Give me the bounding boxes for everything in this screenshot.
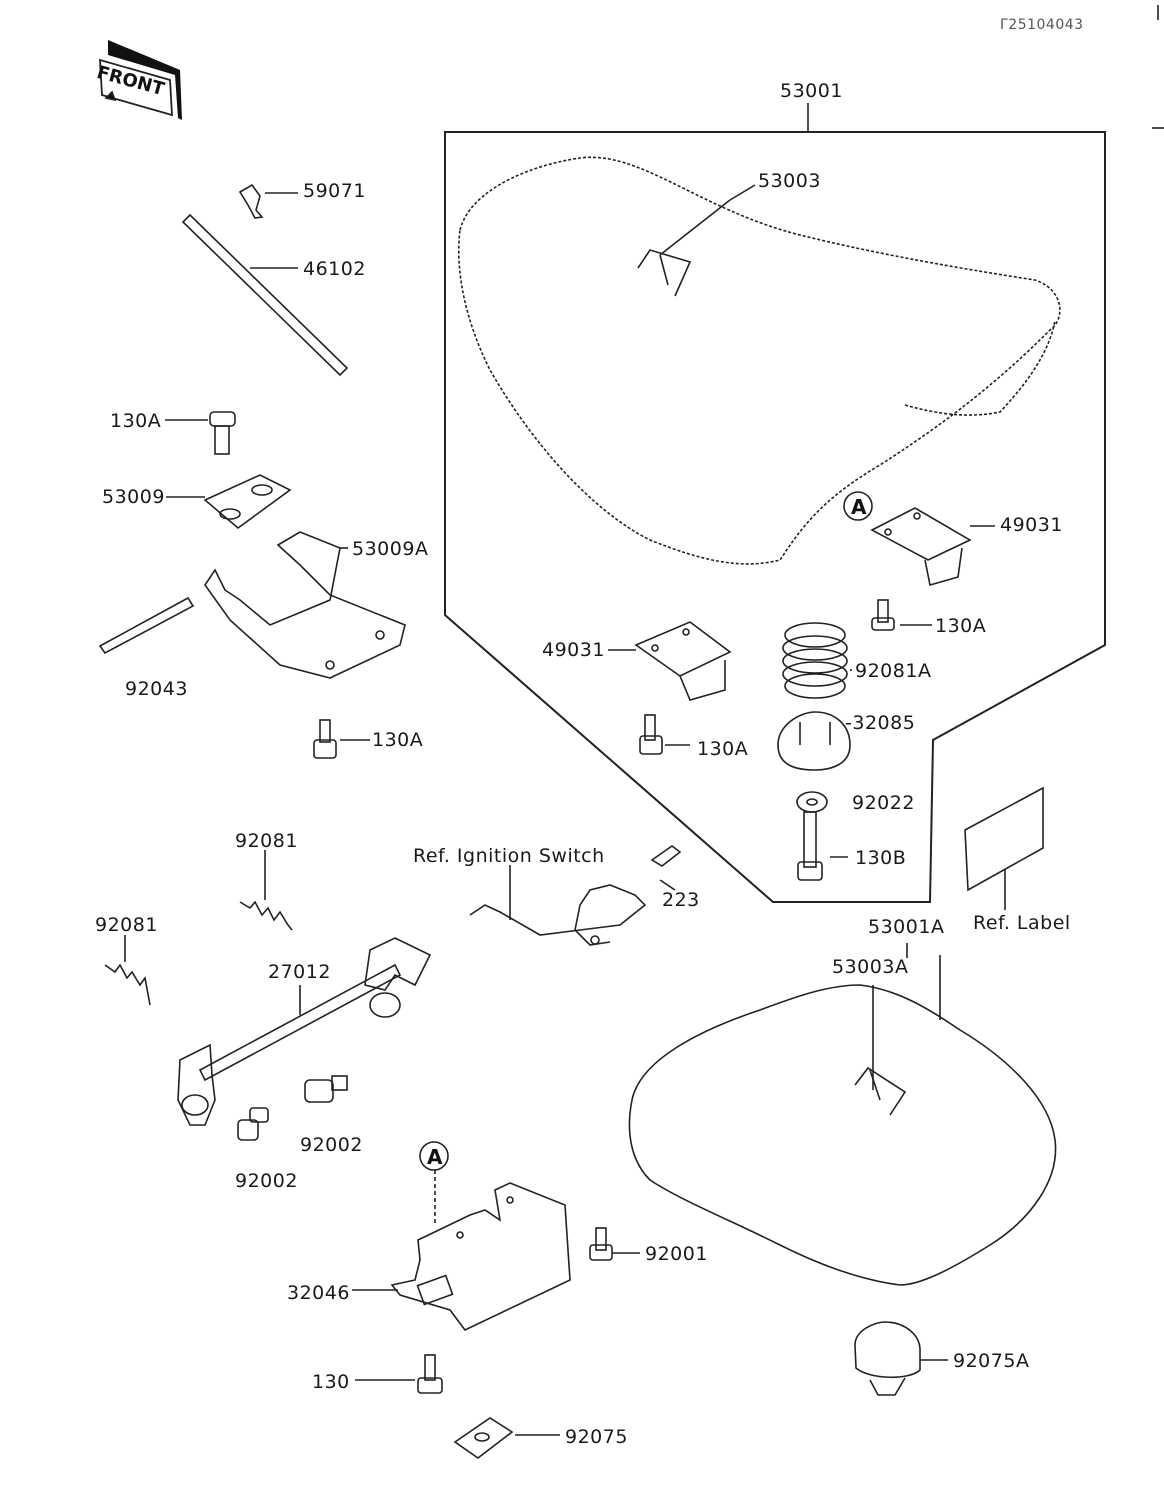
hook-49031-left [608,621,732,701]
label-92043: 92043 [125,678,188,700]
label-27012: 27012 [268,961,331,983]
callout-a-2: A [427,1145,443,1169]
label-53003: 53003 [758,170,821,192]
label-130a-4: 130A [697,738,749,760]
label-223: 223 [662,889,700,911]
bolt-130a-4 [639,714,690,755]
callout-a-1-circle [843,491,873,521]
bolt-130b [797,811,848,881]
screw-223 [650,845,682,891]
clip-59071 [238,183,298,219]
front-direction-icon [99,40,182,120]
label-92081-1: 92081 [235,830,298,852]
ignition-switch [469,865,647,946]
label-53003a: 53003A [832,956,909,978]
spring-92081a [782,622,852,699]
bolt-130a-3 [871,599,932,631]
label-46102: 46102 [303,258,366,280]
seat-main-edge [904,319,1056,416]
label-130a-3: 130A [935,615,987,637]
hook-49031-right [870,507,995,587]
assembly-53001-boundary [444,131,1106,903]
bolt-130a-1 [165,411,236,455]
label-92002-1: 92002 [300,1134,363,1156]
bolt-92001 [589,1227,640,1261]
cushion-92075a [854,1321,948,1396]
margin-marks [1152,5,1164,129]
label-92022: 92022 [852,792,915,814]
label-32085: -32085 [845,712,916,734]
label-49031-right: 49031 [1000,514,1063,536]
seat-53001a [628,984,1057,1286]
tag-53003 [637,249,692,297]
label-92001: 92001 [645,1243,708,1265]
leader-53003 [659,199,731,256]
label-92002-2: 92002 [235,1170,298,1192]
label-ref-ignition-switch: Ref. Ignition Switch [413,845,605,867]
label-130a-1: 130A [110,410,162,432]
callout-a-2-circle [419,1141,449,1171]
label-49031-left: 49031 [542,639,605,661]
bracket-32046 [352,1170,571,1332]
label-92075a: 92075A [953,1350,1030,1372]
label-ref-label: Ref. Label [973,912,1071,934]
spring-92081-1 [239,850,293,931]
nut-92075 [453,1417,560,1459]
damper-32085 [777,711,851,771]
label-130b: 130B [855,847,907,869]
label-32046: 32046 [287,1282,350,1304]
label-130a-2: 130A [372,729,424,751]
grommet-92022 [796,791,828,813]
shaft-27012 [177,937,432,1126]
label-53001: 53001 [780,80,843,102]
bolt-130a-2 [313,719,370,759]
hinge-53009 [166,474,292,530]
bolt-92002-2 [304,1075,348,1103]
label-92075: 92075 [565,1426,628,1448]
spring-92081-2 [104,935,151,1006]
rod-46102 [181,213,349,377]
label-130: 130 [312,1371,350,1393]
label-92081a: 92081A [855,660,932,682]
seat-main [457,156,1061,565]
bolt-130 [355,1354,443,1394]
label-59071: 59071 [303,180,366,202]
tag-53003a [854,1066,907,1116]
pin-92043 [98,596,195,655]
label-92081-2: 92081 [95,914,158,936]
doc-code: Γ25104043 [1000,17,1084,33]
bracket-53009a [204,531,406,679]
callout-a-1: A [851,495,867,519]
label-53009a: 53009A [352,538,429,560]
label-53001a: 53001A [868,916,945,938]
bolt-92002-1 [237,1107,269,1141]
label-53009: 53009 [102,486,165,508]
ref-label-sticker [964,786,1044,910]
